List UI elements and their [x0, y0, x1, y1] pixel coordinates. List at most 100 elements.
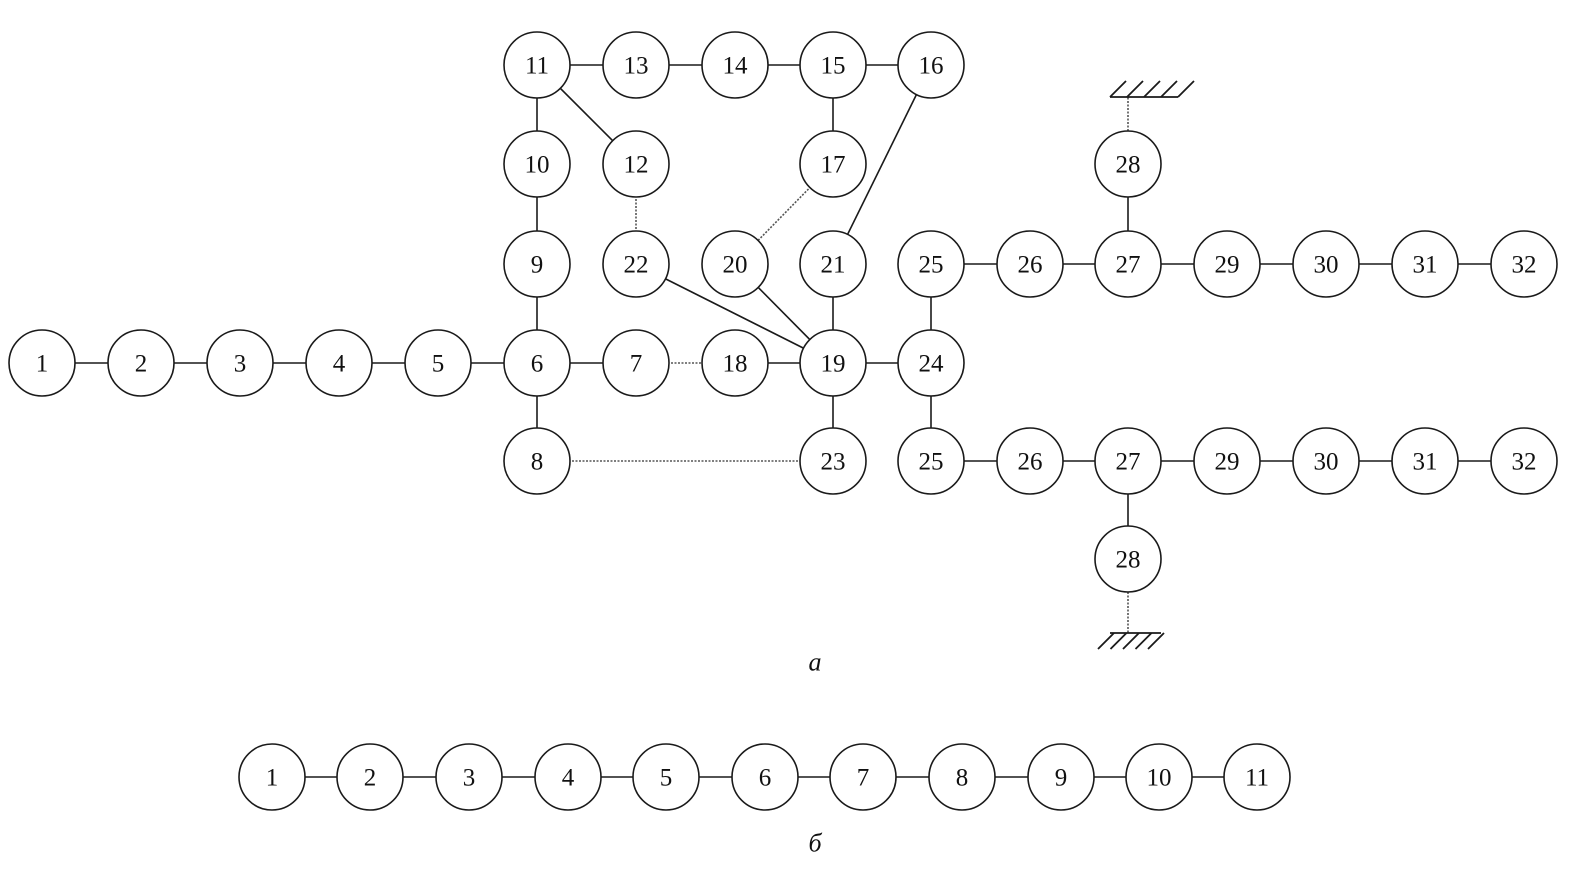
a-node-n1: 1 — [8, 329, 76, 397]
node-circle — [503, 329, 571, 397]
a-node-n17: 17 — [799, 130, 867, 198]
node-circle — [238, 743, 306, 811]
a-node-n2: 2 — [107, 329, 175, 397]
node-label: 28 — [1116, 152, 1141, 179]
node-circle — [1094, 427, 1162, 495]
b-node-m6: 6 — [731, 743, 799, 811]
node-circle — [632, 743, 700, 811]
node-label: 13 — [624, 53, 649, 80]
b-node-m7: 7 — [829, 743, 897, 811]
node-label: 21 — [821, 252, 846, 279]
node-circle — [1193, 427, 1261, 495]
b-node-m9: 9 — [1027, 743, 1095, 811]
node-circle — [1027, 743, 1095, 811]
node-label: 2 — [364, 765, 377, 792]
a-node-n12: 12 — [602, 130, 670, 198]
node-circle — [1223, 743, 1291, 811]
node-label: 11 — [1245, 765, 1269, 792]
node-label: 5 — [660, 765, 673, 792]
a-node-n25b: 25 — [897, 427, 965, 495]
node-circle — [503, 31, 571, 99]
a-node-n32a: 32 — [1490, 230, 1558, 298]
node-circle — [701, 31, 769, 99]
a-node-n29b: 29 — [1193, 427, 1261, 495]
node-label: 23 — [821, 449, 846, 476]
node-label: 28 — [1116, 547, 1141, 574]
node-label: 18 — [723, 351, 748, 378]
ground-hatch — [1134, 632, 1153, 650]
node-label: 29 — [1215, 252, 1240, 279]
node-label: 32 — [1512, 449, 1537, 476]
b-node-m10: 10 — [1125, 743, 1193, 811]
node-circle — [435, 743, 503, 811]
node-circle — [534, 743, 602, 811]
node-circle — [799, 329, 867, 397]
node-label: 10 — [1147, 765, 1172, 792]
caption-b: б — [808, 829, 822, 858]
node-circle — [107, 329, 175, 397]
node-label: 8 — [956, 765, 969, 792]
a-node-n31b: 31 — [1391, 427, 1459, 495]
a-node-n9: 9 — [503, 230, 571, 298]
a-node-n32b: 32 — [1490, 427, 1558, 495]
ground-hatch — [1160, 80, 1178, 98]
node-label: 7 — [857, 765, 870, 792]
a-node-n24: 24 — [897, 329, 965, 397]
node-label: 20 — [723, 252, 748, 279]
a-node-n8: 8 — [503, 427, 571, 495]
node-label: 31 — [1413, 252, 1438, 279]
ground-hatch — [1122, 632, 1140, 650]
node-circle — [8, 329, 76, 397]
node-circle — [996, 427, 1064, 495]
a-node-n30b: 30 — [1292, 427, 1360, 495]
b-node-m8: 8 — [928, 743, 996, 811]
node-circle — [897, 230, 965, 298]
node-label: 16 — [919, 53, 944, 80]
node-circle — [799, 31, 867, 99]
node-label: 31 — [1413, 449, 1438, 476]
node-label: 3 — [234, 351, 247, 378]
node-circle — [799, 130, 867, 198]
node-circle — [701, 230, 769, 298]
node-label: 25 — [919, 252, 944, 279]
a-node-n18: 18 — [701, 329, 769, 397]
a-edge-n22-n19 — [635, 263, 834, 364]
node-label: 6 — [759, 765, 772, 792]
node-label: 29 — [1215, 449, 1240, 476]
ground-hatch — [1126, 80, 1144, 98]
node-label: 1 — [36, 351, 49, 378]
node-circle — [305, 329, 373, 397]
node-circle — [602, 130, 670, 198]
ground-symbol-n28b — [1097, 592, 1165, 650]
a-node-n26b: 26 — [996, 427, 1064, 495]
node-label: 14 — [723, 53, 749, 80]
node-circle — [897, 329, 965, 397]
a-node-n16: 16 — [897, 31, 965, 99]
node-circle — [602, 329, 670, 397]
ground-hatch — [1177, 80, 1195, 98]
node-label: 30 — [1314, 449, 1339, 476]
node-label: 24 — [919, 351, 945, 378]
node-label: 4 — [562, 765, 575, 792]
ground-hatch — [1097, 632, 1115, 650]
node-label: 8 — [531, 449, 544, 476]
node-label: 22 — [624, 252, 649, 279]
node-circle — [1391, 230, 1459, 298]
b-node-m1: 1 — [238, 743, 306, 811]
edges-layer — [42, 64, 1524, 778]
node-circle — [206, 329, 274, 397]
node-circle — [799, 230, 867, 298]
ground-hatch — [1147, 632, 1165, 650]
a-node-n11: 11 — [503, 31, 571, 99]
node-label: 5 — [432, 351, 445, 378]
node-circle — [1391, 427, 1459, 495]
grounds-layer — [1097, 80, 1195, 650]
a-node-n10: 10 — [503, 130, 571, 198]
node-circle — [602, 31, 670, 99]
node-circle — [829, 743, 897, 811]
node-label: 9 — [1055, 765, 1068, 792]
a-node-n3: 3 — [206, 329, 274, 397]
node-label: 26 — [1018, 252, 1043, 279]
b-node-m5: 5 — [632, 743, 700, 811]
